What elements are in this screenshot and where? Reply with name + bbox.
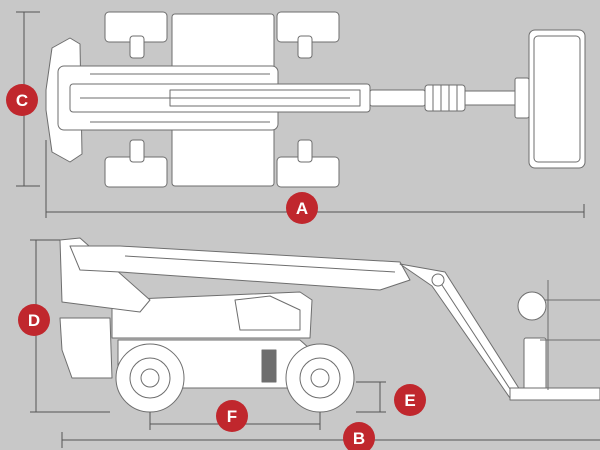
badge-a-label: A xyxy=(296,199,308,218)
rotator xyxy=(424,84,466,112)
platform-floor xyxy=(509,387,600,401)
boom-line xyxy=(124,255,396,273)
badge-b-circle xyxy=(343,422,375,450)
platform-post xyxy=(523,337,547,391)
platform xyxy=(528,29,586,169)
badge-f-label: F xyxy=(227,407,237,426)
lift-arm xyxy=(234,295,301,331)
jib-pivot xyxy=(431,273,445,287)
badge-c-label: C xyxy=(16,91,28,110)
badge-f: F xyxy=(216,400,248,432)
platform-inner xyxy=(533,35,581,163)
jib-line xyxy=(439,281,513,393)
badge-c-circle xyxy=(6,84,38,116)
badge-a-circle xyxy=(286,192,318,224)
control-box xyxy=(517,291,547,321)
counterweight xyxy=(59,317,113,379)
axle-hub xyxy=(297,139,313,163)
badge-f-circle xyxy=(216,400,248,432)
axle-hub xyxy=(297,35,313,59)
badge-e-circle xyxy=(394,384,426,416)
badge-c: C xyxy=(6,84,38,116)
platform-basket xyxy=(514,77,530,119)
platform-mount xyxy=(464,90,516,106)
rear-wheel-hub xyxy=(140,368,160,388)
badge-b-label: B xyxy=(353,429,365,448)
badge-e: E xyxy=(394,384,426,416)
top-view xyxy=(45,11,586,188)
jib-section xyxy=(369,89,426,107)
front-wheel-hub xyxy=(310,368,330,388)
badge-d-circle xyxy=(18,304,50,336)
badge-a: A xyxy=(286,192,318,224)
axle-hub xyxy=(129,139,145,163)
axle-hub xyxy=(129,35,145,59)
upper-boom xyxy=(69,245,411,291)
badge-e-label: E xyxy=(404,391,415,410)
side-view xyxy=(59,237,600,413)
badge-b: B xyxy=(343,422,375,450)
badge-d: D xyxy=(18,304,50,336)
badge-d-label: D xyxy=(28,311,40,330)
battery-box xyxy=(261,349,277,383)
